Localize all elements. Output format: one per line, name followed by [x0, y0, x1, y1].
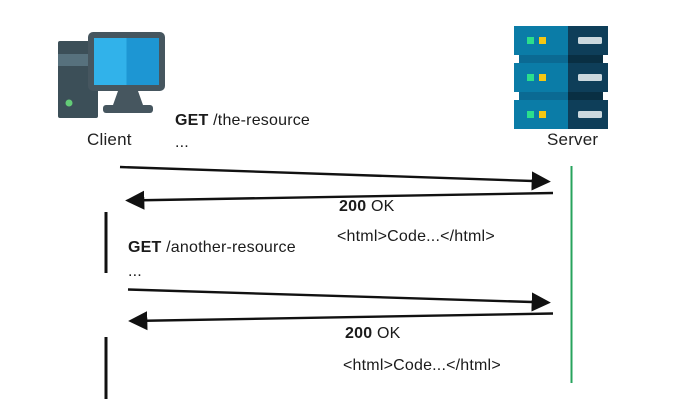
drive-slot — [578, 74, 602, 81]
response-2-body: <html>Code...</html> — [343, 357, 501, 374]
response-1-body: <html>Code...</html> — [337, 228, 495, 245]
request-2-path: /another-resource — [166, 239, 296, 256]
led-yellow — [539, 111, 546, 118]
led-green — [527, 111, 534, 118]
server-label: Server — [547, 130, 599, 149]
request-2-label: GET /another-resource — [128, 239, 296, 257]
request-2-continuation: ... — [128, 263, 142, 280]
server-connector-1 — [519, 55, 603, 63]
server-rack-icon — [514, 26, 608, 129]
server-unit-2 — [514, 63, 608, 92]
request-1-label: GET /the-resource — [175, 112, 310, 130]
power-led — [65, 99, 73, 107]
request-2-arrow — [127, 288, 551, 312]
request-1-method: GET — [175, 112, 209, 129]
led-green — [527, 37, 534, 44]
client-computer-icon — [58, 32, 165, 118]
led-yellow — [539, 74, 546, 81]
server-unit-1 — [514, 26, 608, 55]
server-unit-3 — [514, 100, 608, 129]
drive-slot — [578, 37, 602, 44]
response-2-status-label: 200 OK — [345, 325, 400, 343]
response-1-status-label: 200 OK — [339, 198, 394, 216]
client-activation-bar-1 — [104, 212, 108, 273]
drive-slot — [578, 111, 602, 118]
response-2-status: 200 — [345, 325, 373, 342]
request-1-arrow — [119, 165, 551, 191]
client-label: Client — [87, 130, 132, 149]
response-1-status: 200 — [339, 198, 367, 215]
server-connector-2 — [519, 92, 603, 100]
response-2-reason: OK — [376, 325, 401, 342]
request-2-method: GET — [128, 239, 162, 256]
request-1-continuation: ... — [175, 134, 189, 151]
led-yellow — [539, 37, 546, 44]
response-1-reason: OK — [370, 198, 395, 215]
led-green — [527, 74, 534, 81]
request-1-path: /the-resource — [213, 112, 311, 129]
response-2-arrow — [128, 311, 554, 331]
monitor — [88, 32, 165, 113]
client-activation-bar-2 — [104, 337, 108, 399]
